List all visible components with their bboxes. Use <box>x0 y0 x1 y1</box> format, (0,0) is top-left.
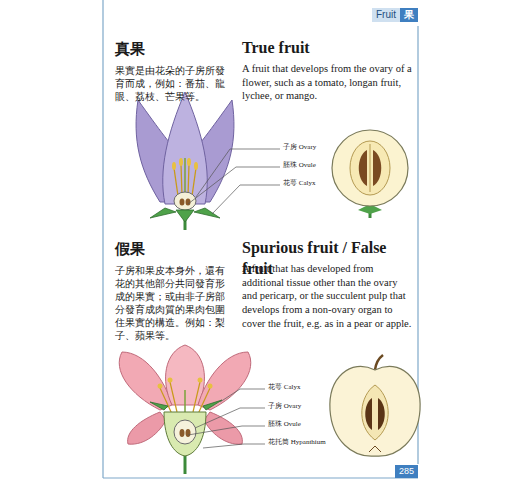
description-text: 果實是由花朵的子房所發育而成，例如：番茄、龍眼、荔枝、芒果等。 <box>115 64 233 103</box>
leader-lines <box>188 149 280 214</box>
part-label: 花托筒 Hypanthium <box>268 438 358 447</box>
page-frame <box>103 0 418 478</box>
part-label: 胚珠 Ovule <box>283 161 373 170</box>
part-label: 胚珠 Ovule <box>268 420 358 429</box>
fruit-section <box>332 130 408 218</box>
section-heading: True fruit <box>242 38 412 59</box>
section-heading: 真果 <box>115 40 225 60</box>
page-number: 285 <box>395 465 418 478</box>
description-text: 子房和果皮本身外，還有花的其他部分共同發育形成的果實；或由非子房部分發育成肉質的… <box>115 264 233 342</box>
apple-section <box>330 355 420 456</box>
section-heading: 假果 <box>115 240 225 260</box>
description-text: A fruit that has developed from addition… <box>242 262 414 330</box>
description-text: A fruit that develops from the ovary of … <box>242 62 414 103</box>
purple-flower <box>136 92 234 230</box>
part-label: 子房 Ovary <box>268 402 358 411</box>
page-number-box: 285 <box>395 465 418 478</box>
tab-text: 果 <box>400 8 418 22</box>
part-label: 花萼 Calyx <box>283 179 373 188</box>
part-label: 花萼 Calyx <box>268 383 358 392</box>
part-label: 子房 Ovary <box>283 143 373 152</box>
tab-text: Fruit <box>372 8 400 22</box>
pink-flower <box>119 345 251 474</box>
header-tab: Fruit果 <box>372 8 418 22</box>
leader-lines <box>188 389 265 448</box>
